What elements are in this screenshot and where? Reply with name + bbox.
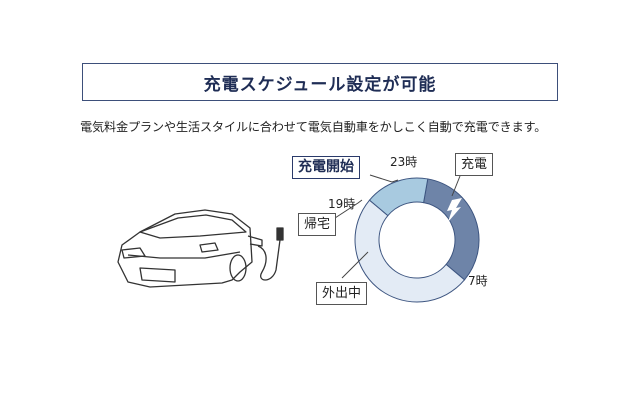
donut-segment-23-7 [423,178,480,281]
donut-segment-7-19 [354,199,466,303]
description-text: 電気料金プランや生活スタイルに合わせて電気自動車をかしこく自動で充電できます。 [80,120,547,134]
donut-segment-19-23 [368,177,429,217]
tick-label-7: 7時 [468,274,488,288]
charge-label: 充電 [455,153,494,176]
leader-lines [334,174,461,279]
home-label: 帰宅 [298,213,337,236]
section-title: 充電スケジュール設定が可能 [82,63,558,101]
charge-start-label: 充電開始 [292,156,360,179]
out-label: 外出中 [316,282,368,305]
tick-label-19: 19時 [328,197,356,211]
tick-label-23: 23時 [390,155,418,169]
car-illustration [117,209,284,288]
lightning-bolt-icon [447,198,462,222]
schedule-donut-chart [354,177,480,303]
